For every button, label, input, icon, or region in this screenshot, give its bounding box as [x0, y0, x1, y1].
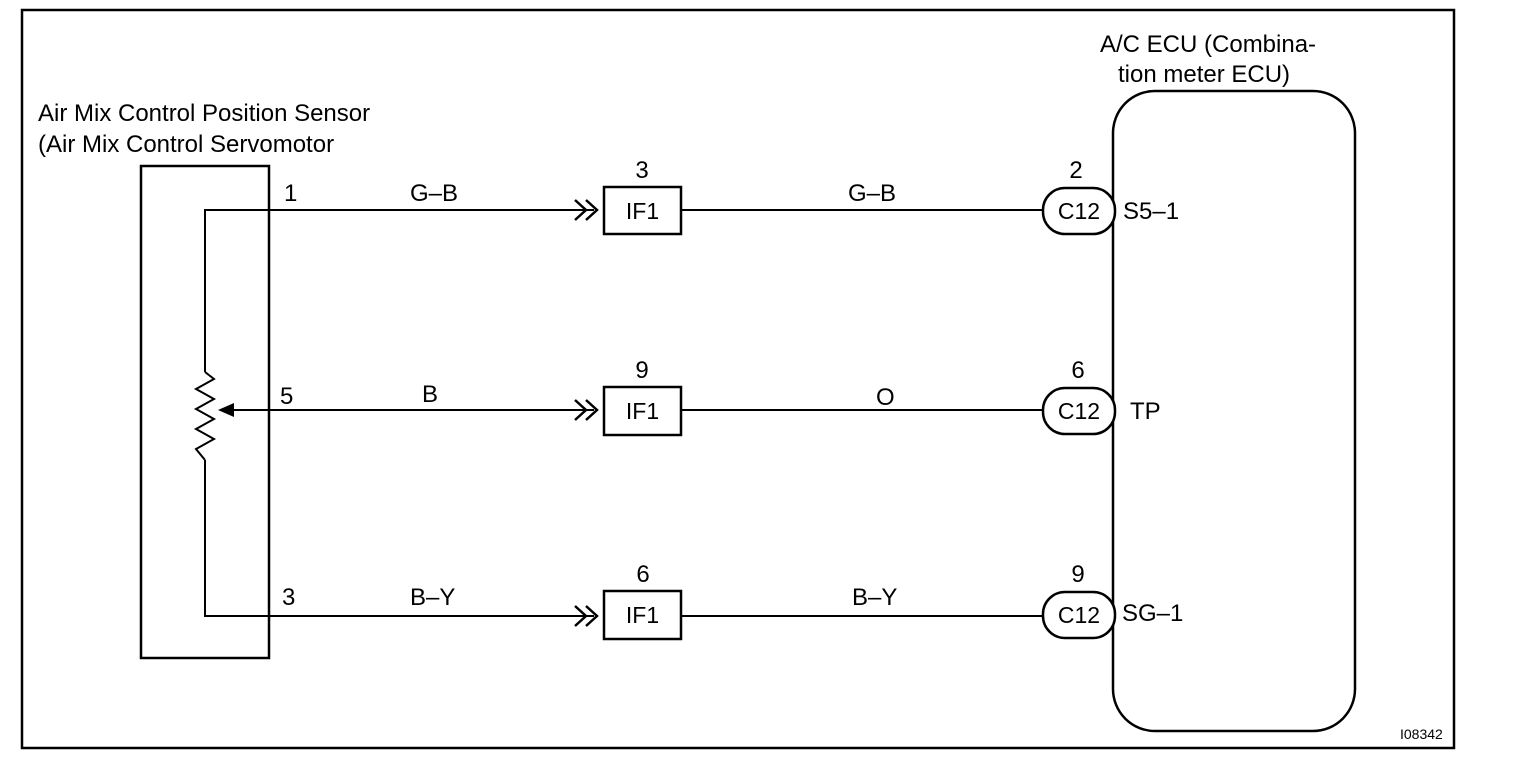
- ecu-terminal-label: TP: [1130, 398, 1161, 425]
- ecu-connector-box: [1041, 186, 1117, 236]
- ecu-connector-label: C12: [1058, 198, 1100, 224]
- wire-color-right: G–B: [848, 180, 896, 207]
- ecu-title-line1: A/C ECU (Combina-: [1100, 31, 1316, 58]
- mid-connector-label: IF1: [626, 602, 659, 628]
- mid-connector-label: IF1: [626, 398, 659, 424]
- ecu-pin-label: 2: [1069, 157, 1082, 184]
- sensor-title-line2: (Air Mix Control Servomotor: [38, 131, 334, 158]
- mid-pin-label: 6: [636, 561, 649, 588]
- mid-pin-label: 3: [635, 157, 648, 184]
- wire-row-3: 3 B–Y IF1 6 B–Y C12 9 SG–1: [270, 561, 1183, 641]
- wire-row-2: 5 B IF1 9 O C12 6 TP: [270, 357, 1161, 437]
- sensor-pin-label: 1: [284, 180, 297, 207]
- mid-pin-label: 9: [635, 357, 648, 384]
- connector-chevron-icon: [574, 399, 599, 421]
- sensor-title-line1: Air Mix Control Position Sensor: [38, 100, 370, 127]
- connector-chevron-icon: [574, 199, 599, 221]
- diagram-frame: [20, 8, 1456, 750]
- sensor-pin-label: 5: [280, 383, 293, 410]
- ecu-connector-box: [1041, 590, 1117, 640]
- ecu-connector-label: C12: [1058, 398, 1100, 424]
- ecu-connector-label: C12: [1058, 602, 1100, 628]
- ecu-terminal-label: SG–1: [1122, 600, 1183, 627]
- wire-row-1: 1 G–B IF1 3 G–B C12 2 S5–1: [270, 157, 1179, 236]
- wire-color-right: O: [876, 384, 895, 411]
- wire-color-left: G–B: [410, 180, 458, 207]
- ecu-connector-box: [1041, 386, 1117, 436]
- connector-chevron-icon: [574, 605, 599, 627]
- sensor-internal-wire-bottom: [204, 460, 270, 617]
- mid-connector-label: IF1: [626, 198, 659, 224]
- figure-code: I08342: [1400, 726, 1443, 742]
- ecu-pin-label: 9: [1071, 561, 1084, 588]
- ecu-terminal-label: S5–1: [1123, 198, 1179, 225]
- sensor-box: [139, 164, 271, 660]
- wire-color-left: B: [422, 381, 438, 408]
- potentiometer-wiper-arrow: [218, 403, 234, 417]
- ecu-pin-label: 6: [1071, 357, 1084, 384]
- sensor-internal-wire-top: [204, 209, 270, 372]
- potentiometer-resistor: [193, 371, 217, 461]
- wire-color-right: B–Y: [852, 584, 897, 611]
- sensor-pin-label: 3: [282, 584, 295, 611]
- wire-color-left: B–Y: [410, 584, 455, 611]
- ecu-title-line2: tion meter ECU): [1118, 61, 1290, 88]
